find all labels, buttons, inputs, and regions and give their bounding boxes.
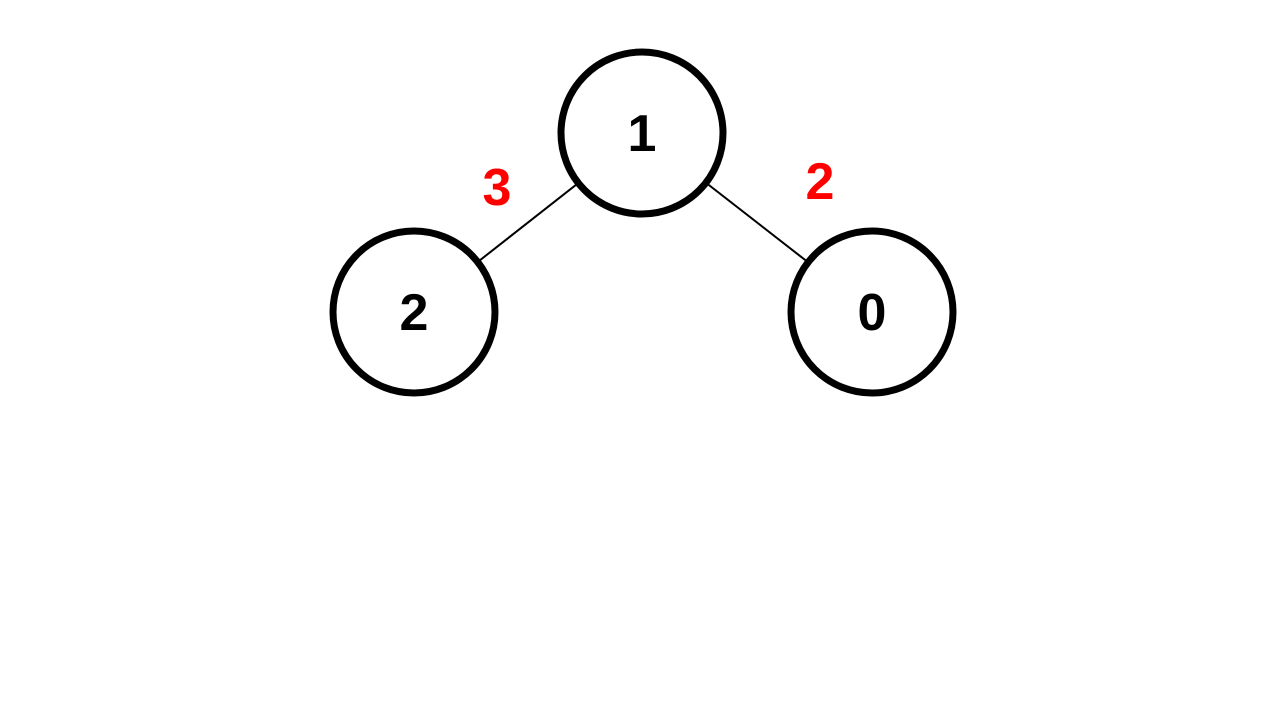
node-label-2: 2 (400, 284, 429, 342)
graph-node-1 (557, 48, 727, 218)
node-label-0: 0 (858, 284, 887, 342)
graph-node-0 (787, 227, 957, 397)
edge-weight-label-1-0: 2 (806, 153, 835, 211)
edge-weight-label-1-2: 3 (483, 159, 512, 217)
graph-node-2 (329, 227, 499, 397)
node-label-1: 1 (628, 105, 657, 163)
